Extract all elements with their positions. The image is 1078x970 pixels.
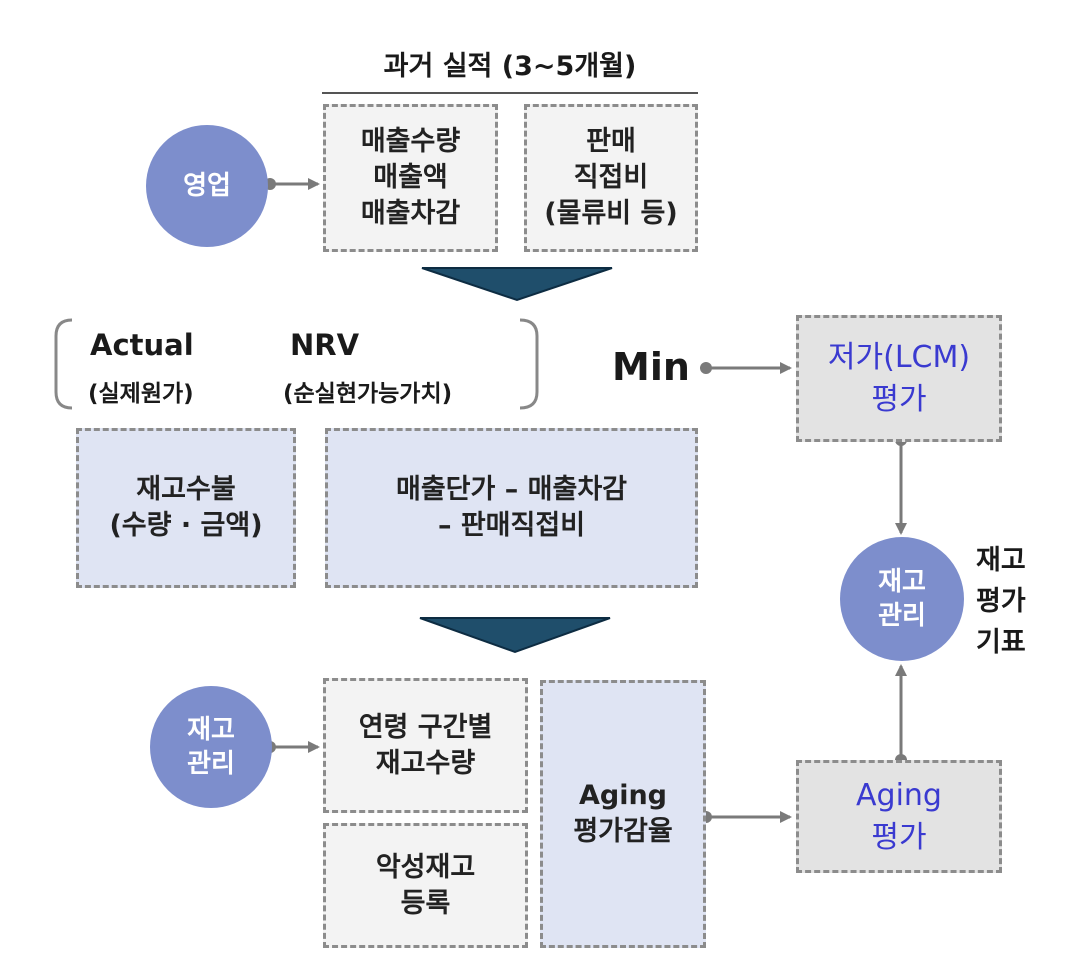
inventory-management-circle: 재고 관리 [150, 686, 272, 808]
actual-sub-label: (실제원가) [88, 381, 194, 407]
left-bracket [54, 318, 73, 410]
direct-cost-box: 판매 직접비 (물류비 등) [524, 104, 698, 252]
sales-metrics-box: 매출수량 매출액 매출차감 [323, 104, 498, 252]
past-performance-title: 과거 실적 (3~5개월) [383, 51, 637, 82]
inventory-ledger-box: 재고수불 (수량 · 금액) [76, 428, 296, 588]
bad-stock-box: 악성재고 등록 [323, 823, 528, 948]
inventory-indicator-label: 재고 평가 기표 [976, 545, 1026, 658]
nrv-formula-box: 매출단가 – 매출차감 – 판매직접비 [325, 428, 698, 588]
inventory-management-circle-right: 재고 관리 [840, 537, 964, 661]
lcm-evaluation-box: 저가(LCM) 평가 [796, 315, 1002, 442]
aging-evaluation-box: Aging 평가 [796, 760, 1002, 873]
down-arrow-2 [419, 617, 611, 654]
age-bucket-box: 연령 구간별 재고수량 [323, 678, 528, 813]
actual-label: Actual [90, 328, 194, 362]
nrv-label: NRV [290, 328, 360, 362]
nrv-sub-label: (순실현가능가치) [283, 381, 453, 407]
min-label: Min [612, 345, 690, 389]
min-arrow-dot [700, 362, 712, 374]
aging-rate-box: Aging 평가감율 [540, 680, 706, 948]
sales-circle: 영업 [146, 125, 268, 247]
down-arrow-1 [421, 267, 613, 302]
right-bracket [519, 318, 539, 410]
